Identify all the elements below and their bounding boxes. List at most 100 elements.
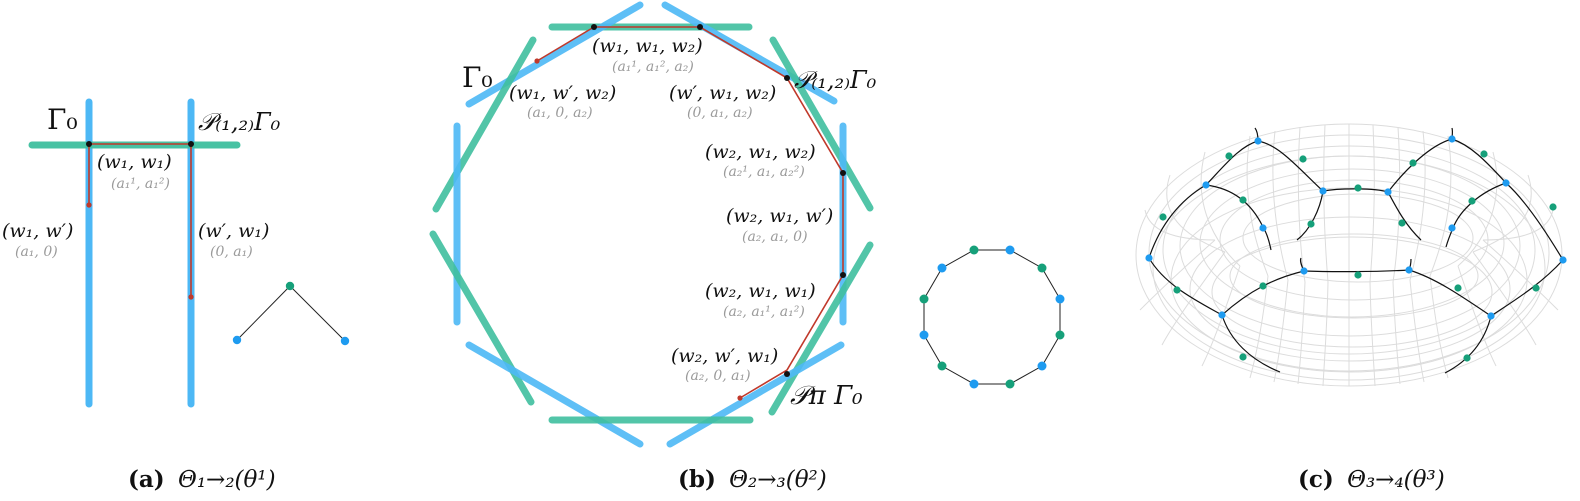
graph-node-green — [1299, 155, 1307, 163]
path-endpoint — [737, 395, 743, 401]
blue-segment — [666, 341, 845, 448]
blue-segment — [661, 1, 838, 105]
red-path — [536, 26, 844, 399]
graph-node-blue — [1502, 179, 1510, 187]
point-sublabel: (a₁, 0) — [15, 244, 58, 260]
graph-node-blue — [919, 330, 929, 340]
panel-b: Γ₀ 𝒫₍₁,₂₎Γ₀ 𝒫π Γ₀ (w₁, w₁, w₂) (a₁¹, a₁²… — [429, 1, 1065, 493]
path-endpoint — [534, 58, 540, 64]
point-sublabel: (a₂, 0, a₁) — [685, 368, 751, 384]
graph-node-green — [1354, 184, 1362, 192]
graph-node-blue — [340, 336, 350, 346]
torus-nodes — [1145, 135, 1567, 362]
green-segment — [429, 230, 535, 406]
graph-node-green — [1159, 213, 1167, 221]
point-sublabel: (a₁¹, a₁², a₂) — [612, 59, 694, 75]
point-label: (w₁, w′, w₂) — [509, 82, 616, 104]
intersection-node — [86, 141, 92, 147]
perm-gamma0-label: 𝒫₍₁,₂₎Γ₀ — [198, 108, 281, 136]
graph-node-blue — [937, 263, 947, 273]
point-label: (w₁, w′) — [2, 220, 73, 242]
pi-gamma0-label: 𝒫π Γ₀ — [790, 381, 863, 411]
intersection-node — [188, 141, 194, 147]
graph-node-green — [1225, 152, 1233, 160]
graph-node-blue — [1055, 294, 1065, 304]
graph-node-green — [1468, 197, 1476, 205]
graph-node-blue — [1319, 187, 1327, 195]
gamma0-label: Γ₀ — [47, 103, 78, 136]
caption-math: Θ₁→₂(θ¹) — [178, 467, 276, 493]
perm-gamma0-label: 𝒫₍₁,₂₎Γ₀ — [794, 66, 877, 94]
intersection-node — [784, 371, 790, 377]
caption-math: Θ₃→₄(θ³) — [1347, 467, 1445, 493]
graph-node-blue — [1202, 181, 1210, 189]
graph-node-green — [1005, 379, 1015, 389]
graph-node-blue — [969, 379, 979, 389]
caption-b: (b) Θ₂→₃(θ²) — [678, 466, 827, 493]
graph-node-green — [1055, 330, 1065, 340]
graph-node-blue — [1448, 135, 1456, 143]
point-sublabel: (a₂¹, a₁, a₂²) — [723, 164, 805, 180]
graph-node-green — [1454, 284, 1462, 292]
panel-a: Γ₀ 𝒫₍₁,₂₎Γ₀ (w₁, w₁) (a₁¹, a₁²) (w₁, w′)… — [2, 98, 350, 493]
torus-wireframe — [1135, 123, 1563, 387]
intersection-node — [591, 24, 597, 30]
graph-node-blue — [1254, 137, 1262, 145]
graph-node-green — [1037, 263, 1047, 273]
point-sublabel: (0, a₁) — [210, 244, 253, 260]
graph-node-green — [1239, 353, 1247, 361]
graph-node-blue — [1559, 256, 1567, 264]
path-graph — [232, 281, 350, 346]
graph-node-green — [969, 245, 979, 255]
graph-node-green — [1173, 286, 1181, 294]
green-segment — [432, 36, 537, 213]
graph-node-green — [937, 361, 947, 371]
caption-a: (a) Θ₁→₂(θ¹) — [128, 466, 276, 493]
graph-node-green — [1463, 354, 1471, 362]
graph-node-blue — [232, 335, 242, 345]
point-sublabel: (a₂, a₁¹, a₁²) — [723, 304, 805, 320]
caption-label: (a) — [128, 466, 165, 493]
point-label: (w₁, w₁, w₂) — [592, 35, 703, 57]
gamma0-label: Γ₀ — [462, 61, 493, 94]
point-label: (w₂, w′, w₁) — [671, 345, 778, 367]
point-label: (w₂, w₁, w′) — [726, 205, 833, 227]
point-sublabel: (0, a₁, a₂) — [687, 105, 753, 121]
intersection-node — [840, 272, 846, 278]
graph-node-blue — [1218, 311, 1226, 319]
caption-label: (b) — [678, 466, 716, 493]
graph-node-blue — [1487, 312, 1495, 320]
caption-c: (c) Θ₃→₄(θ³) — [1298, 466, 1445, 493]
graph-node-blue — [1384, 188, 1392, 196]
point-label: (w′, w₁, w₂) — [669, 82, 776, 104]
caption-label: (c) — [1298, 466, 1334, 493]
cycle-graph — [919, 245, 1065, 389]
point-sublabel: (a₂, a₁, 0) — [742, 229, 808, 245]
green-segment — [769, 36, 874, 212]
point-label: (w₂, w₁, w₂) — [705, 141, 816, 163]
graph-node-green — [1549, 203, 1557, 211]
graph-node-green — [1307, 220, 1315, 228]
intersection-node — [784, 75, 790, 81]
graph-node-green — [1409, 159, 1417, 167]
point-sublabel: (a₁, 0, a₂) — [527, 105, 593, 121]
blue-segment — [465, 341, 644, 448]
point-label: (w′, w₁) — [198, 220, 269, 242]
graph-node-blue — [1259, 224, 1267, 232]
blue-segment — [465, 1, 644, 108]
graph-node-blue — [1300, 267, 1308, 275]
graph-node-green — [1480, 150, 1488, 158]
graph-node-blue — [1005, 245, 1015, 255]
graph-node-green — [919, 294, 929, 304]
graph-node-green — [1398, 219, 1406, 227]
graph-node-blue — [1448, 224, 1456, 232]
red-path — [88, 143, 192, 297]
panel-c: (c) Θ₃→₄(θ³) — [1135, 123, 1567, 493]
point-label: (w₂, w₁, w₁) — [705, 280, 816, 302]
graph-node-green — [1354, 271, 1362, 279]
intersection-node — [697, 24, 703, 30]
path-endpoint — [188, 294, 194, 300]
graph-node-green — [1532, 284, 1540, 292]
intersection-node — [840, 170, 846, 176]
